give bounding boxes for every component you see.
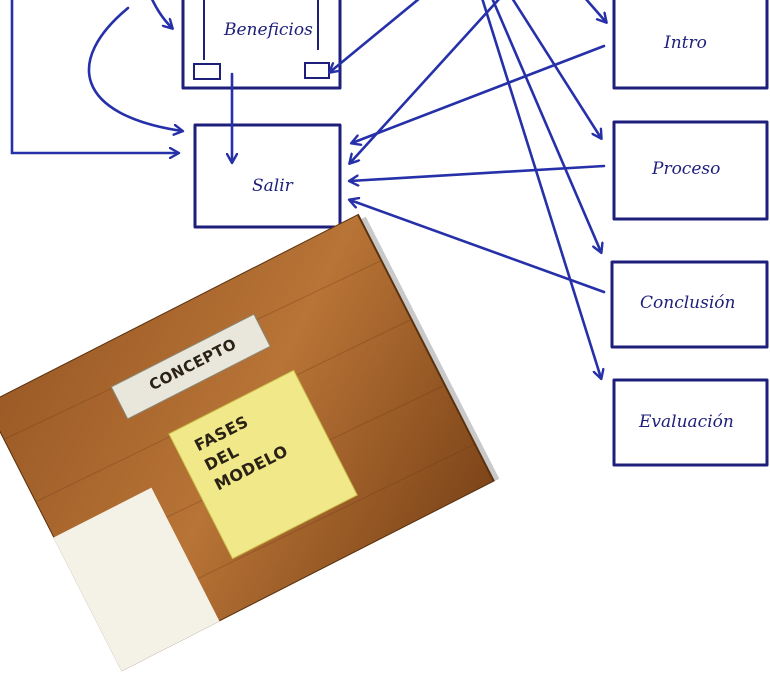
edge-top-to-beneficios [150, 0, 172, 28]
intro-label: Intro [664, 33, 707, 53]
beneficios-label: Beneficios [224, 20, 313, 40]
edge-top-to-proceso [512, 0, 601, 138]
beneficios-right-tab [305, 63, 329, 78]
beneficios-left-tab [194, 64, 220, 79]
beneficios-node-box [183, 0, 340, 88]
proceso-label: Proceso [652, 159, 720, 179]
salir-label: Salir [252, 176, 293, 196]
edge-diag-to-beneficios-tab [330, 0, 420, 72]
conclusion-label: Conclusión [640, 293, 735, 313]
edge-top-to-evaluacion [482, 0, 601, 378]
edge-left-to-salir [12, 0, 178, 153]
edge-curve-to-salir [89, 8, 182, 131]
evaluacion-label: Evaluación [639, 412, 734, 432]
edge-top-to-intro [585, 0, 606, 22]
edge-top-to-salir [350, 0, 500, 163]
edge-intro-to-salir [352, 46, 604, 143]
edge-top-to-conclusion [492, 0, 601, 252]
